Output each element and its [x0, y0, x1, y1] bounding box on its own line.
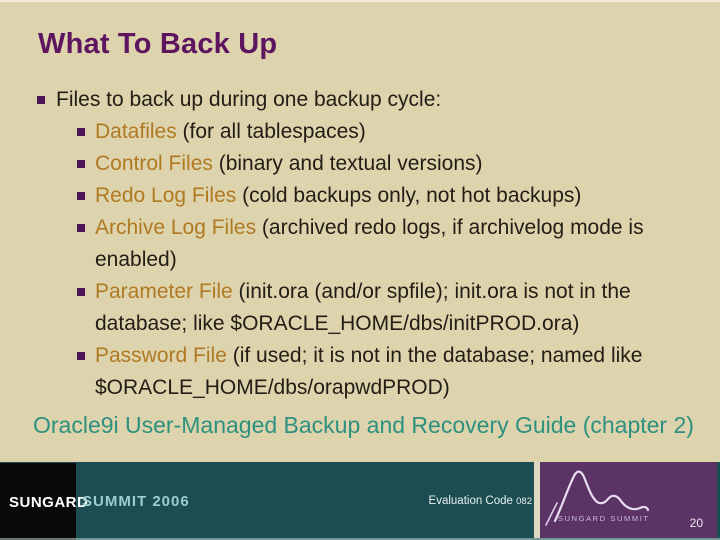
page-number: 20 — [689, 516, 703, 530]
keyword-text: Control Files — [95, 152, 213, 175]
list-item-text: Datafiles (for all tablespaces) — [95, 116, 675, 148]
list-item-text: Redo Log Files (cold backups only, not h… — [95, 180, 675, 212]
detail-text: (archived redo logs, if archivelog mode … — [95, 216, 644, 271]
bottom-edge-strip — [0, 538, 720, 540]
bullet-square-icon — [37, 96, 45, 104]
list-item-text: Files to back up during one backup cycle… — [56, 88, 442, 111]
footer-bar: SUNGARD SUMMIT 2006 Evaluation Code 082 … — [0, 462, 720, 540]
summit-logo-text: SUNGARD SUMMIT — [558, 514, 650, 523]
evaluation-code-value: 082 — [516, 496, 532, 507]
bullet-square-icon — [77, 192, 85, 200]
keyword-text: Parameter File — [95, 280, 233, 303]
summit-logo-box: SUNGARD SUMMIT 20 — [534, 462, 717, 538]
list-item-text: Archive Log Files (archived redo logs, i… — [95, 212, 675, 276]
bullet-square-icon — [77, 288, 85, 296]
reference-text: Oracle9i User-Managed Backup and Recover… — [33, 412, 694, 438]
keyword-text: Redo Log Files — [95, 184, 237, 207]
detail-text: (binary and textual versions) — [212, 152, 483, 175]
list-item: Parameter File (init.ora (and/or spfile)… — [77, 276, 697, 340]
list-item: Control Files (binary and textual versio… — [77, 148, 697, 180]
bullet-square-icon — [77, 128, 85, 136]
sungard-logo-block: SUNGARD — [0, 463, 88, 540]
list-item: Datafiles (for all tablespaces) — [77, 116, 697, 148]
detail-text: (for all tablespaces) — [176, 120, 366, 143]
list-item: Password File (if used; it is not in the… — [77, 340, 697, 404]
bullet-list: Files to back up during one backup cycle… — [37, 84, 697, 404]
slide-title: What To Back Up — [38, 28, 278, 60]
list-item: Files to back up during one backup cycle… — [37, 84, 697, 116]
evaluation-code-label: Evaluation Code — [428, 495, 513, 507]
keyword-text: Password File — [95, 344, 227, 367]
detail-text: (cold backups only, not hot backups) — [236, 184, 582, 207]
summit-event-label: SUMMIT 2006 — [82, 493, 190, 510]
bullet-square-icon — [77, 352, 85, 360]
sungard-logo-text: SUNGARD — [9, 494, 89, 511]
detail-text: (if used; it is not in the database; nam… — [95, 344, 643, 399]
list-item-text: Password File (if used; it is not in the… — [95, 340, 675, 404]
mountain-logo-icon — [545, 470, 650, 526]
list-item: Redo Log Files (cold backups only, not h… — [77, 180, 697, 212]
evaluation-code: Evaluation Code 082 — [380, 495, 532, 507]
bullet-square-icon — [77, 224, 85, 232]
list-item: Archive Log Files (archived redo logs, i… — [77, 212, 697, 276]
detail-text: (init.ora (and/or spfile); init.ora is n… — [95, 280, 631, 335]
keyword-text: Datafiles — [95, 120, 177, 143]
bullet-square-icon — [77, 160, 85, 168]
list-item-text: Control Files (binary and textual versio… — [95, 148, 675, 180]
keyword-text: Archive Log Files — [95, 216, 257, 239]
list-item-text: Parameter File (init.ora (and/or spfile)… — [95, 276, 675, 340]
